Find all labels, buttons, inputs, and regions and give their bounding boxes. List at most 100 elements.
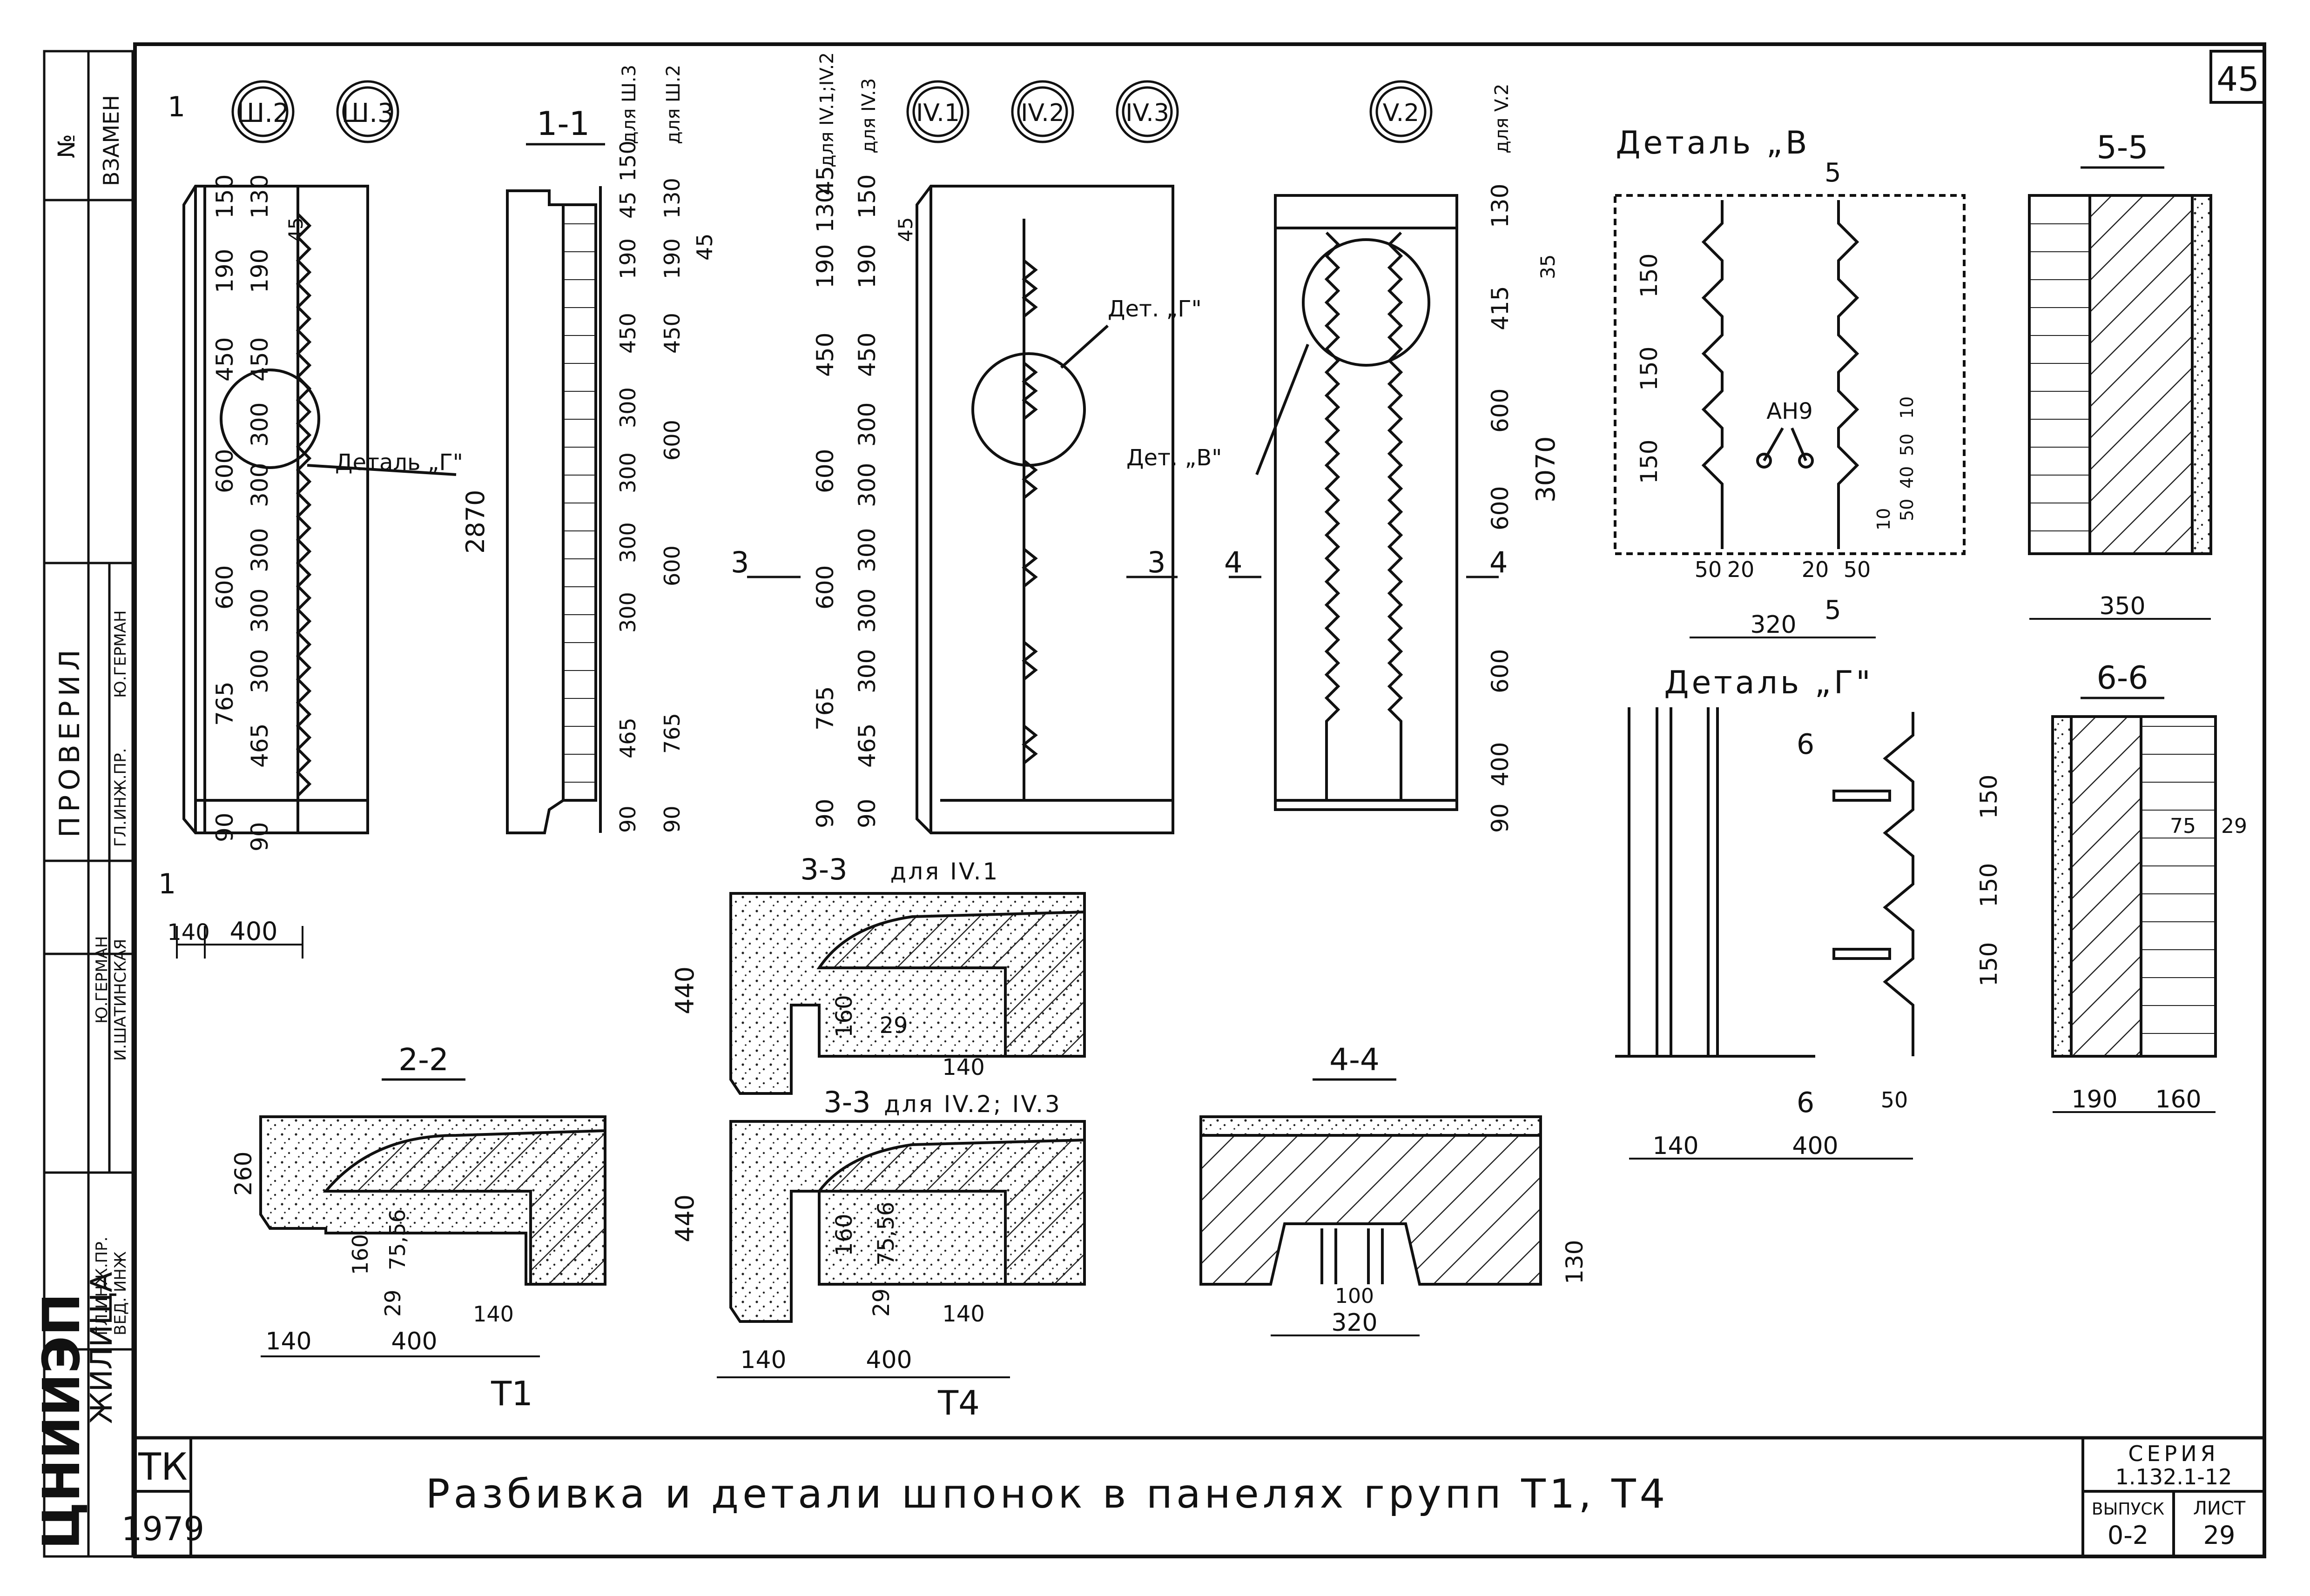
dim-text: 765 <box>211 682 238 726</box>
stamp-name-german-1: Ю.ГЕРМАН <box>111 610 130 698</box>
s3-3a-caption: для IV.1 <box>890 858 1000 885</box>
issue-value: 0-2 <box>2108 1521 2148 1550</box>
dim-text: 150 <box>854 174 881 219</box>
panel-v-col-label: для V.2 <box>1491 84 1513 154</box>
dim-text: 150 <box>211 174 238 219</box>
stamp-role-chief-eng-2: ГЛ.ИНЖ.ПР. <box>93 1237 111 1335</box>
dim-text: 300 <box>854 528 881 572</box>
panel-iv-marks <box>906 80 1179 143</box>
dim-text: 45 <box>615 191 640 219</box>
dim-text: 150 <box>1975 942 2002 986</box>
panel-v-dim-35: 35 <box>1536 255 1559 279</box>
dim-text: 450 <box>615 313 640 354</box>
detail-v-width: 320 <box>1750 611 1796 639</box>
panel-mark-sh2: Ш.2 <box>236 98 289 128</box>
detail-v-right-dims: 10 50 40 50 10 <box>1873 396 1917 530</box>
panel-iv-body <box>916 185 1174 834</box>
dim-text: 600 <box>812 565 839 610</box>
dim-text: 450 <box>854 333 881 377</box>
dim-text: 45 <box>812 166 839 195</box>
s4-4-height: 130 <box>1561 1240 1588 1284</box>
dim-text: 600 <box>812 449 839 493</box>
dim-text: 140 <box>473 1301 514 1327</box>
dim-text: 190 <box>211 249 238 293</box>
dim-text: 40 <box>1897 466 1917 489</box>
dim-text: 150 <box>1636 347 1663 391</box>
detail-v-title: Деталь „В <box>1616 125 1810 161</box>
s3-3a-dims: 160 29 140 <box>831 995 985 1080</box>
s2-2-group-label: Т1 <box>491 1374 533 1413</box>
section-6-6-depth: 29 <box>2221 814 2247 838</box>
width-dim-400: 400 <box>229 917 277 946</box>
stamp-institute-dept: ЖИЛИЩА <box>85 1272 119 1424</box>
panel-iv-col-b-label: для IV.3 <box>858 78 880 154</box>
panel-v-height: 3070 <box>1531 436 1561 503</box>
dim-text: 300 <box>615 387 640 428</box>
dim-text: 90 <box>615 805 640 833</box>
panel-mark-iv2: IV.2 <box>1021 99 1064 127</box>
dim-text: 50 <box>1844 557 1871 582</box>
section-tag-4-right: 4 <box>1489 545 1508 579</box>
side-stamp <box>43 50 134 1558</box>
dim-text: 300 <box>615 592 640 633</box>
s4-4-dim-320: 320 <box>1331 1309 1377 1337</box>
s4-4-body <box>1199 1115 1542 1286</box>
dim-text: 10 <box>1873 508 1894 530</box>
s2-2-body <box>259 1115 606 1286</box>
dim-text: 450 <box>660 313 685 354</box>
dim-text: 300 <box>854 589 881 633</box>
dim-text: 400 <box>1792 1132 1838 1160</box>
panel-sh-dim-45: 45 <box>284 217 307 242</box>
stamp-replace-label: ВЗАМЕН <box>99 95 124 186</box>
sheet-label: ЛИСТ <box>2193 1498 2246 1519</box>
dim-text: 140 <box>265 1328 311 1355</box>
dim-text: 600 <box>211 449 238 493</box>
dim-text: 450 <box>812 333 839 377</box>
panel-sh-marks <box>231 80 399 143</box>
section-6-6-body <box>2051 715 2217 1058</box>
dim-text: 90 <box>1487 803 1514 833</box>
detail-g-pitch: 150 150 150 <box>1975 775 2002 986</box>
dim-text: 20 <box>1802 557 1829 582</box>
panel-v-body <box>1255 194 1458 811</box>
section-1-1-col-a-dims: 150 45 190 450 300 300 300 300 465 90 <box>615 141 640 833</box>
dim-text: 90 <box>211 812 238 842</box>
panel-sh-dims-outer: 150 190 450 600 600 765 90 <box>211 174 238 842</box>
section-tag-3-left: 3 <box>731 545 749 579</box>
dim-text: 300 <box>854 649 881 693</box>
panel-v-detail-callout: Дет. „В" <box>1126 445 1222 471</box>
s3-3b-bottom-dims: 140 400 <box>740 1346 912 1374</box>
dim-text: 300 <box>615 452 640 493</box>
panel-mark-sh3: Ш.3 <box>341 98 394 128</box>
s3-3a-height: 440 <box>670 966 700 1014</box>
s3-3b-dims: 160 75,56 29 140 <box>831 1202 985 1327</box>
section-1-1-height: 2870 <box>461 490 490 554</box>
section-1-1-col-b-dims: 130 45 190 450 600 600 765 90 <box>660 178 717 833</box>
section-tag-1-top: 1 <box>168 91 185 123</box>
s3-3b-height: 440 <box>670 1194 700 1242</box>
dim-text: 160 <box>831 1214 857 1256</box>
dim-text: 160 <box>348 1234 373 1275</box>
dim-text: 300 <box>246 649 273 693</box>
dim-text: 400 <box>866 1346 912 1374</box>
s4-4-dim-100: 100 <box>1335 1284 1374 1308</box>
stamp-name-german-2: Ю.ГЕРМАН <box>93 936 111 1024</box>
title-block <box>135 1438 2264 1556</box>
dim-text: 90 <box>812 798 839 828</box>
dim-text: 50 <box>1695 557 1722 582</box>
page-number: 45 <box>2216 60 2259 99</box>
section-5-5-body <box>2028 194 2212 555</box>
dim-text: 190 <box>2071 1086 2117 1113</box>
dim-text: 140 <box>1652 1132 1698 1160</box>
dim-text: 150 <box>615 141 640 181</box>
panel-mark-iv3: IV.3 <box>1125 99 1169 127</box>
dim-text: 190 <box>246 249 273 293</box>
dim-text: 190 <box>854 244 881 288</box>
dim-text: 130 <box>1487 184 1514 228</box>
dim-text: 29 <box>380 1289 405 1317</box>
dim-text: 465 <box>615 718 640 758</box>
section-5-5-width: 350 <box>2099 592 2145 620</box>
dim-text: 29 <box>879 1013 908 1039</box>
section-tag-3-right: 3 <box>1147 545 1165 579</box>
section-tag-1-bottom: 1 <box>158 868 176 900</box>
